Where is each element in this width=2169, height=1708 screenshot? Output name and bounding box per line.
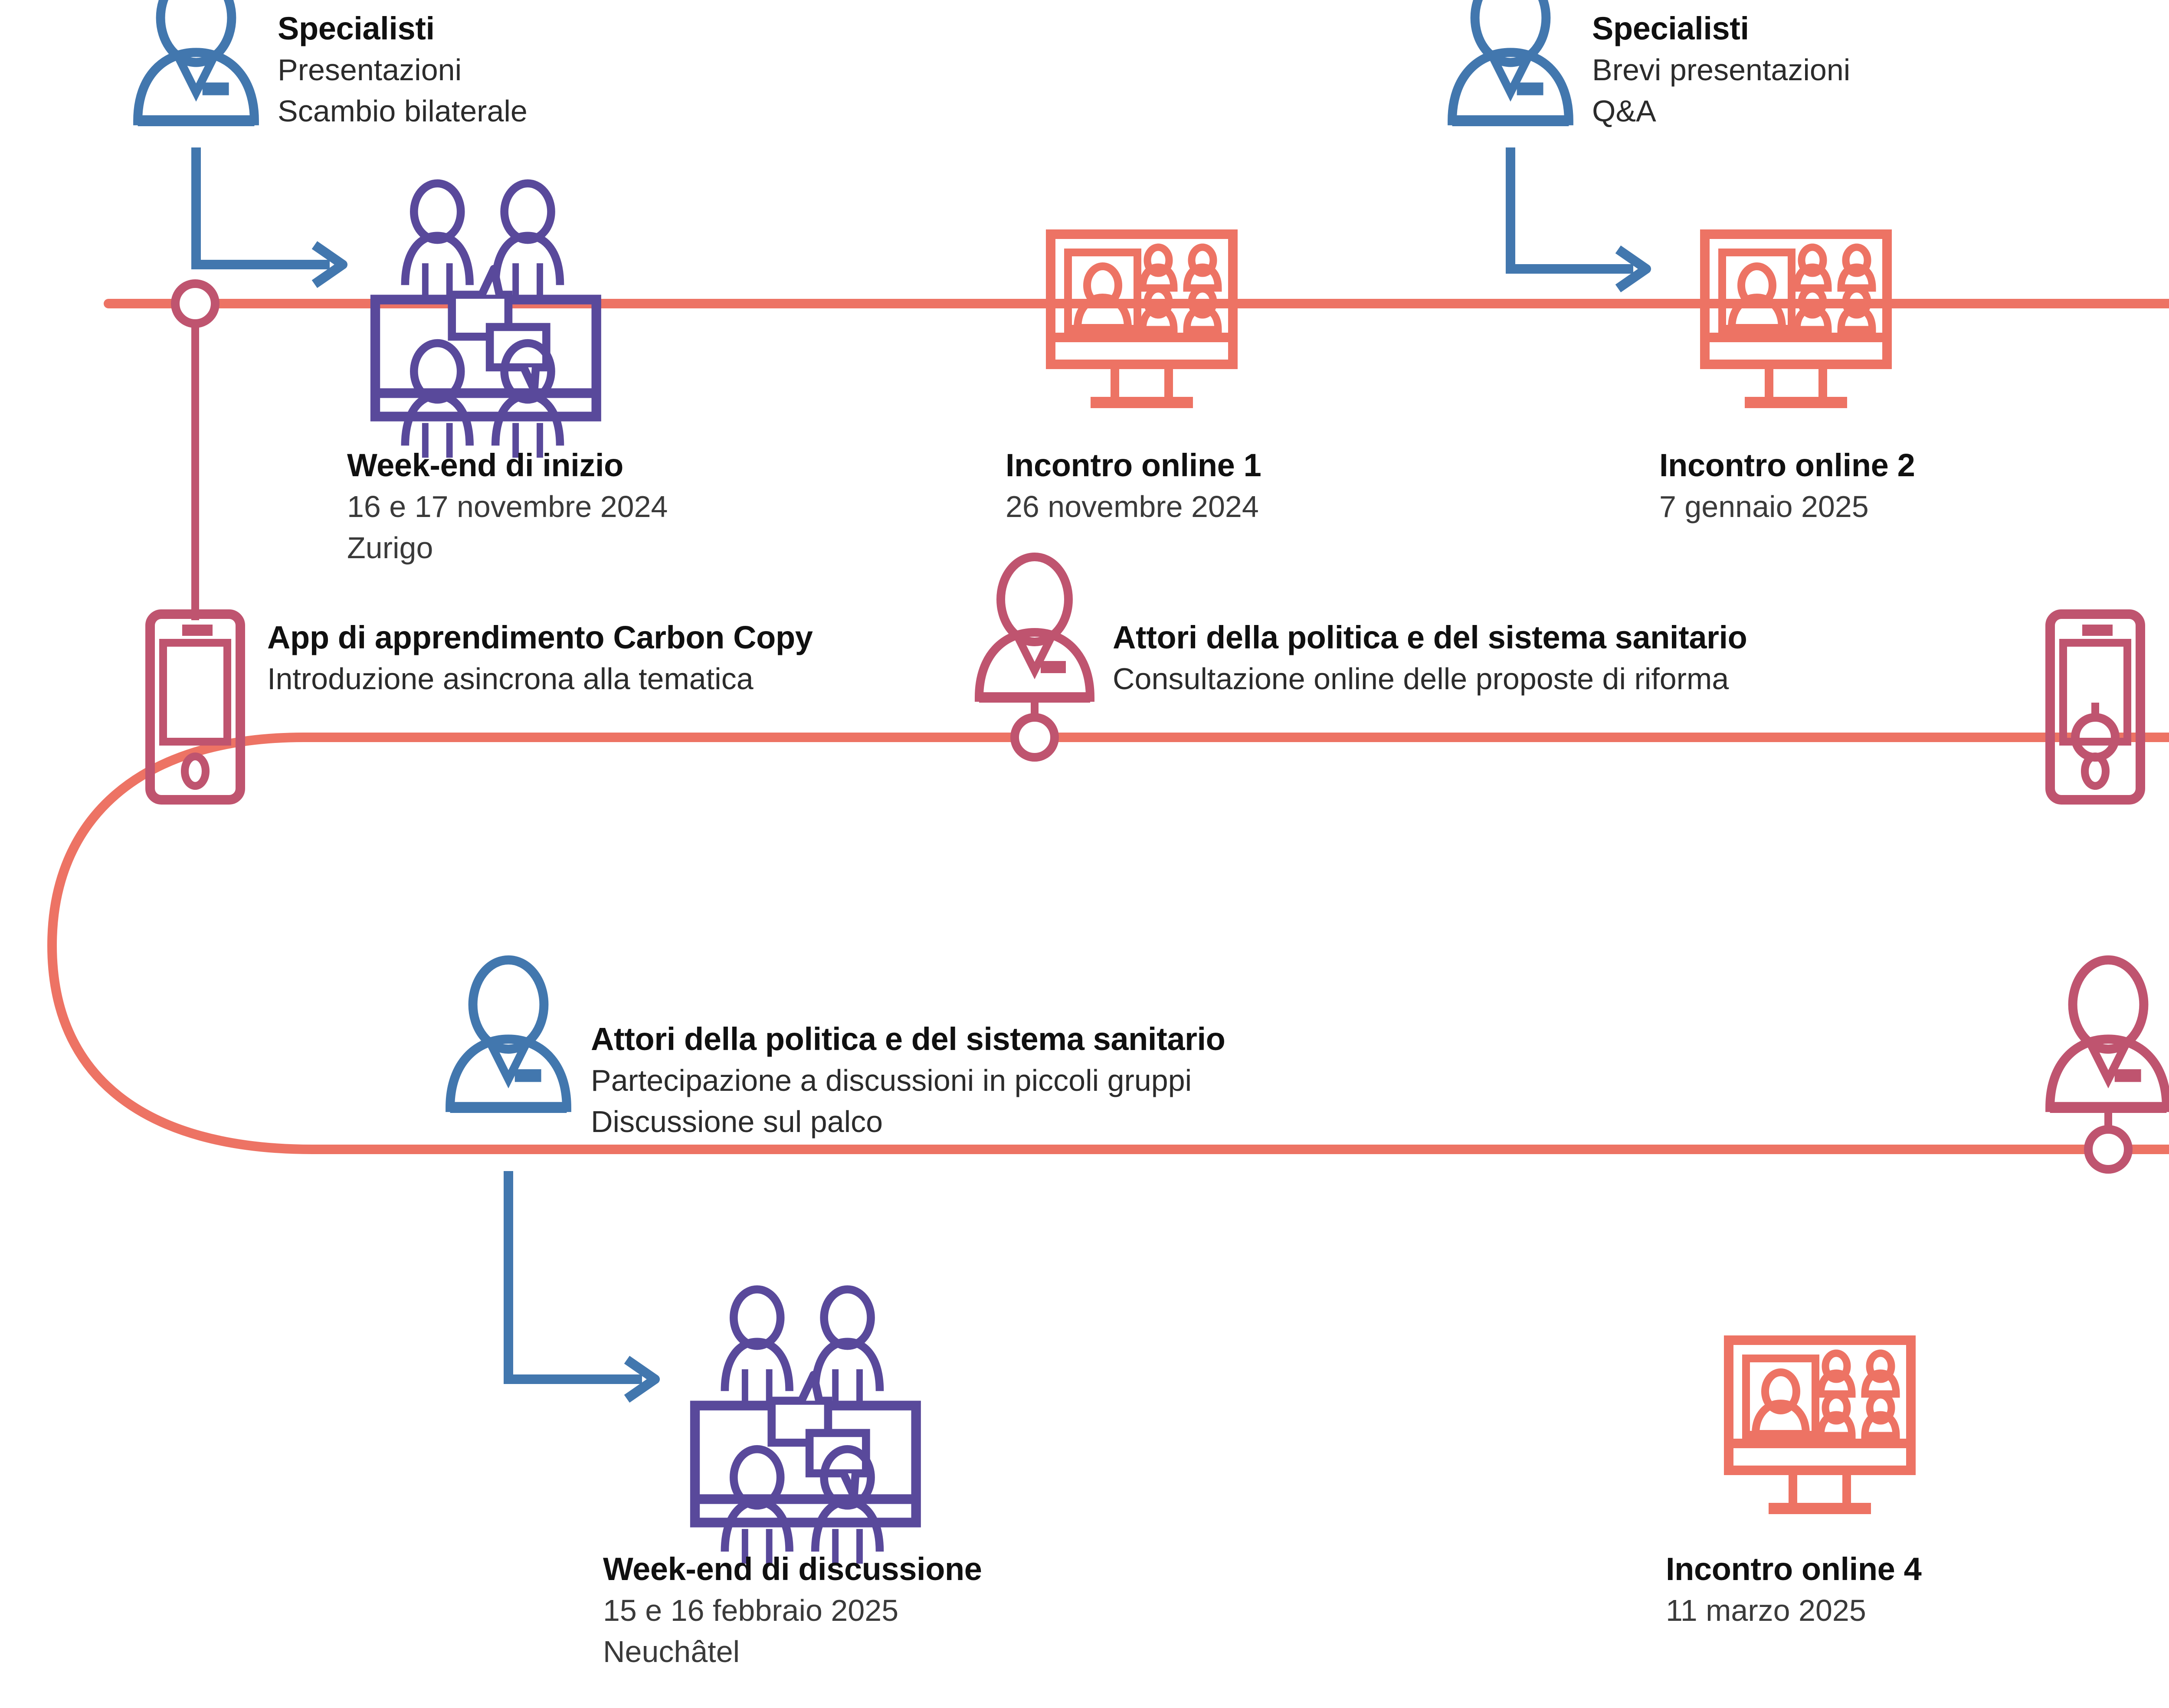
event-date: 16 e 17 novembre 2024 — [347, 490, 668, 524]
person-tie-icon — [2050, 960, 2167, 1107]
actor-detail-1: Consultazione online delle proposte di r… — [1113, 662, 1729, 696]
actor-arrow-topmid-icon — [1506, 147, 1633, 274]
actor-arrowhead-topleft-icon — [311, 241, 347, 288]
event-label-weekend-inizio: Week-end di inizio 16 e 17 novembre 2024… — [347, 445, 668, 569]
event-place: Zurigo — [347, 531, 433, 565]
event-label-incontro-online-4: Incontro online 4 11 marzo 2025 — [1666, 1548, 1922, 1631]
event-date: 15 e 16 febbraio 2025 — [603, 1593, 899, 1628]
event-title: Incontro online 4 — [1666, 1551, 1922, 1587]
video-call-monitor-icon — [1729, 1340, 1911, 1508]
event-title: Week-end di inizio — [347, 447, 623, 483]
event-label-weekend-discussione: Week-end di discussione 15 e 16 febbraio… — [603, 1548, 982, 1673]
actor-label-app-left: App di apprendimento Carbon Copy Introdu… — [267, 617, 813, 700]
actor-arrow-bottomleft-icon — [504, 1171, 642, 1384]
actor-arrow-topleft-icon — [191, 147, 330, 269]
event-title: Week-end di discussione — [603, 1551, 982, 1587]
actor-detail-1: Brevi presentazioni — [1592, 53, 1851, 87]
actor-role: Specialisti — [278, 10, 435, 46]
timeline-node-circle — [2084, 1125, 2133, 1174]
person-tie-icon — [138, 0, 255, 121]
video-call-monitor-icon — [1705, 234, 1887, 402]
event-label-incontro-online-1: Incontro online 1 26 novembre 2024 — [1006, 445, 1261, 527]
actor-role: App di apprendimento Carbon Copy — [267, 619, 813, 655]
event-title: Incontro online 1 — [1006, 447, 1261, 483]
actor-label-bottom-left: Attori della politica e del sistema sani… — [591, 1018, 1225, 1143]
event-date: 26 novembre 2024 — [1006, 490, 1259, 524]
actor-label-top-mid: Specialisti Brevi presentazioni Q&A — [1592, 8, 1850, 132]
timeline-node-circle — [1010, 713, 1059, 762]
actor-label-attori-mid: Attori della politica e del sistema sani… — [1113, 617, 1747, 700]
event-date: 7 gennaio 2025 — [1659, 490, 1869, 524]
video-call-monitor-icon — [1051, 234, 1233, 402]
actor-detail-2: Scambio bilaterale — [278, 94, 528, 128]
actor-detail-1: Introduzione asincrona alla tematica — [267, 662, 754, 696]
actor-role: Specialisti — [1592, 10, 1749, 46]
event-date: 11 marzo 2025 — [1666, 1593, 1866, 1628]
timeline-track-path — [47, 299, 2169, 1154]
actor-arrowhead-bottomleft-icon — [624, 1355, 660, 1403]
meeting-table-icon — [695, 1289, 916, 1564]
actor-label-top-left: Specialisti Presentazioni Scambio bilate… — [278, 8, 528, 132]
person-tie-icon — [979, 557, 1090, 697]
actor-arrowhead-topmid-icon — [1615, 245, 1651, 293]
timeline-node-circle — [171, 279, 220, 328]
person-tie-icon — [450, 960, 567, 1107]
actor-detail-1: Partecipazione a discussioni in piccoli … — [591, 1063, 1192, 1098]
actor-detail-1: Presentazioni — [278, 53, 462, 87]
actor-detail-2: Discussione sul palco — [591, 1105, 883, 1139]
actor-role: Attori della politica e del sistema sani… — [591, 1021, 1225, 1057]
event-label-incontro-online-2: Incontro online 2 7 gennaio 2025 — [1659, 445, 1915, 527]
smartphone-icon — [2050, 614, 2140, 800]
actor-role: Attori della politica e del sistema sani… — [1113, 619, 1747, 655]
actor-detail-2: Q&A — [1592, 94, 1656, 128]
meeting-table-icon — [375, 183, 596, 458]
event-title: Incontro online 2 — [1659, 447, 1915, 483]
event-place: Neuchâtel — [603, 1635, 740, 1669]
smartphone-icon — [150, 614, 240, 800]
person-tie-icon — [1452, 0, 1569, 121]
